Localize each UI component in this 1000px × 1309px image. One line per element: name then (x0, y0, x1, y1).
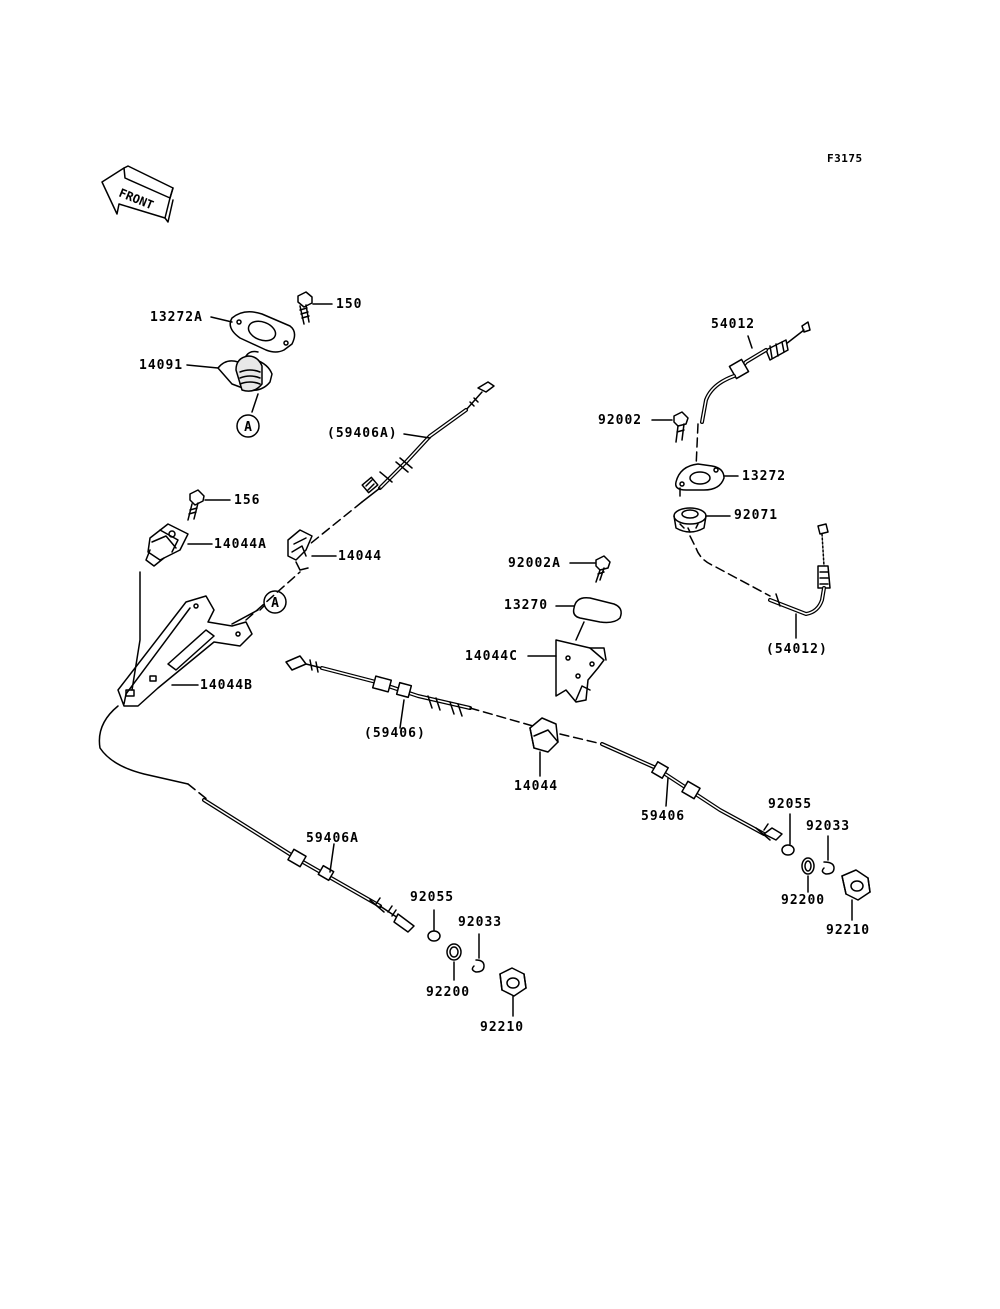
leader-59406A-paren (403, 433, 431, 439)
label-92002: 92002 (598, 413, 643, 428)
label-150: 150 (336, 297, 363, 312)
label-14044C: 14044C (465, 649, 518, 664)
cable-54012-lower-icon (768, 523, 831, 616)
label-156: 156 (234, 493, 261, 508)
label-14044-upper: 14044 (338, 549, 383, 564)
cable-59406-right-icon (600, 742, 783, 841)
grommet-92071-icon (673, 507, 707, 533)
clamp-14044-upper-icon (287, 529, 313, 571)
cable-59406-middle-icon (285, 655, 472, 717)
cable-59406A-lower-icon (202, 798, 415, 933)
cable-lower-left-curve (98, 705, 189, 785)
label-59406A: 59406A (306, 831, 359, 846)
bracket-14044C-icon (555, 621, 607, 703)
label-14044-lower: 14044 (514, 779, 559, 794)
bolt-92002A-icon (595, 555, 611, 583)
callout-a-mid-text: A (271, 596, 279, 611)
label-92002A: 92002A (508, 556, 561, 571)
label-59406A-paren: (59406A) (327, 426, 398, 441)
gasket-13272-icon (674, 463, 725, 497)
label-92055-right: 92055 (768, 797, 813, 812)
label-92200-right: 92200 (781, 893, 826, 908)
callout-a-mid-circle (263, 590, 287, 614)
bolt-156-icon (187, 489, 205, 521)
o-ring-92055-right-icon (781, 844, 795, 856)
leader-59406-paren (399, 699, 405, 729)
phantom-lower-left (187, 783, 209, 801)
label-92055-left: 92055 (410, 890, 455, 905)
label-14044B: 14044B (200, 678, 253, 693)
label-59406-paren: (59406) (364, 726, 426, 741)
phantom-upper-cable (299, 501, 363, 553)
nut-92210-left-icon (499, 967, 527, 997)
leader-callout-a-upper (251, 393, 259, 413)
phantom-lower-clamp-right (559, 733, 603, 745)
label-14091: 14091 (139, 358, 184, 373)
leader-54012 (747, 335, 753, 349)
bolt-92002-icon (673, 411, 689, 443)
figure-code: F3175 (827, 152, 863, 165)
clamp-14044A-icon (145, 523, 189, 567)
phantom-middle-cable (469, 707, 541, 729)
clamp-14044-lower-icon (529, 717, 559, 753)
cable-54012-upper-icon (700, 321, 811, 424)
cable-59406A-upper-icon (361, 381, 495, 503)
washer-92200-left-icon (446, 943, 462, 961)
phantom-54012 (695, 423, 699, 469)
label-92033-right: 92033 (806, 819, 851, 834)
bolt-150-icon (297, 291, 313, 325)
leader-14091 (186, 364, 219, 369)
front-arrow-icon (101, 165, 174, 223)
leader-59406A (329, 843, 335, 873)
boot-14091-icon (217, 350, 273, 392)
clip-92033-left-icon (471, 959, 485, 973)
label-92033-left: 92033 (458, 915, 503, 930)
phantom-bracket-cable (245, 571, 301, 621)
o-ring-92055-left-icon (427, 930, 441, 942)
clip-92033-right-icon (821, 861, 835, 875)
label-14044A: 14044A (214, 537, 267, 552)
leader-14044A-bracket (131, 571, 141, 691)
label-59406: 59406 (641, 809, 686, 824)
label-92200-left: 92200 (426, 985, 471, 1000)
label-92210-left: 92210 (480, 1020, 525, 1035)
phantom-92071 (689, 535, 771, 597)
bracket-14044B-icon (117, 595, 259, 707)
callout-a-upper-text: A (244, 420, 252, 435)
label-13272: 13272 (742, 469, 787, 484)
label-92071: 92071 (734, 508, 779, 523)
leader-59406-right (665, 777, 669, 807)
label-13272A: 13272A (150, 310, 203, 325)
washer-92200-right-icon (801, 857, 815, 875)
label-54012-paren: (54012) (766, 642, 828, 657)
gasket-13272A-icon (229, 311, 296, 353)
nut-92210-right-icon (841, 869, 871, 901)
label-92210-right: 92210 (826, 923, 871, 938)
leader-13272A (210, 316, 233, 323)
callout-a-upper-circle (236, 414, 260, 438)
label-13270: 13270 (504, 598, 549, 613)
gasket-13270-icon (572, 596, 622, 624)
label-54012: 54012 (711, 317, 756, 332)
